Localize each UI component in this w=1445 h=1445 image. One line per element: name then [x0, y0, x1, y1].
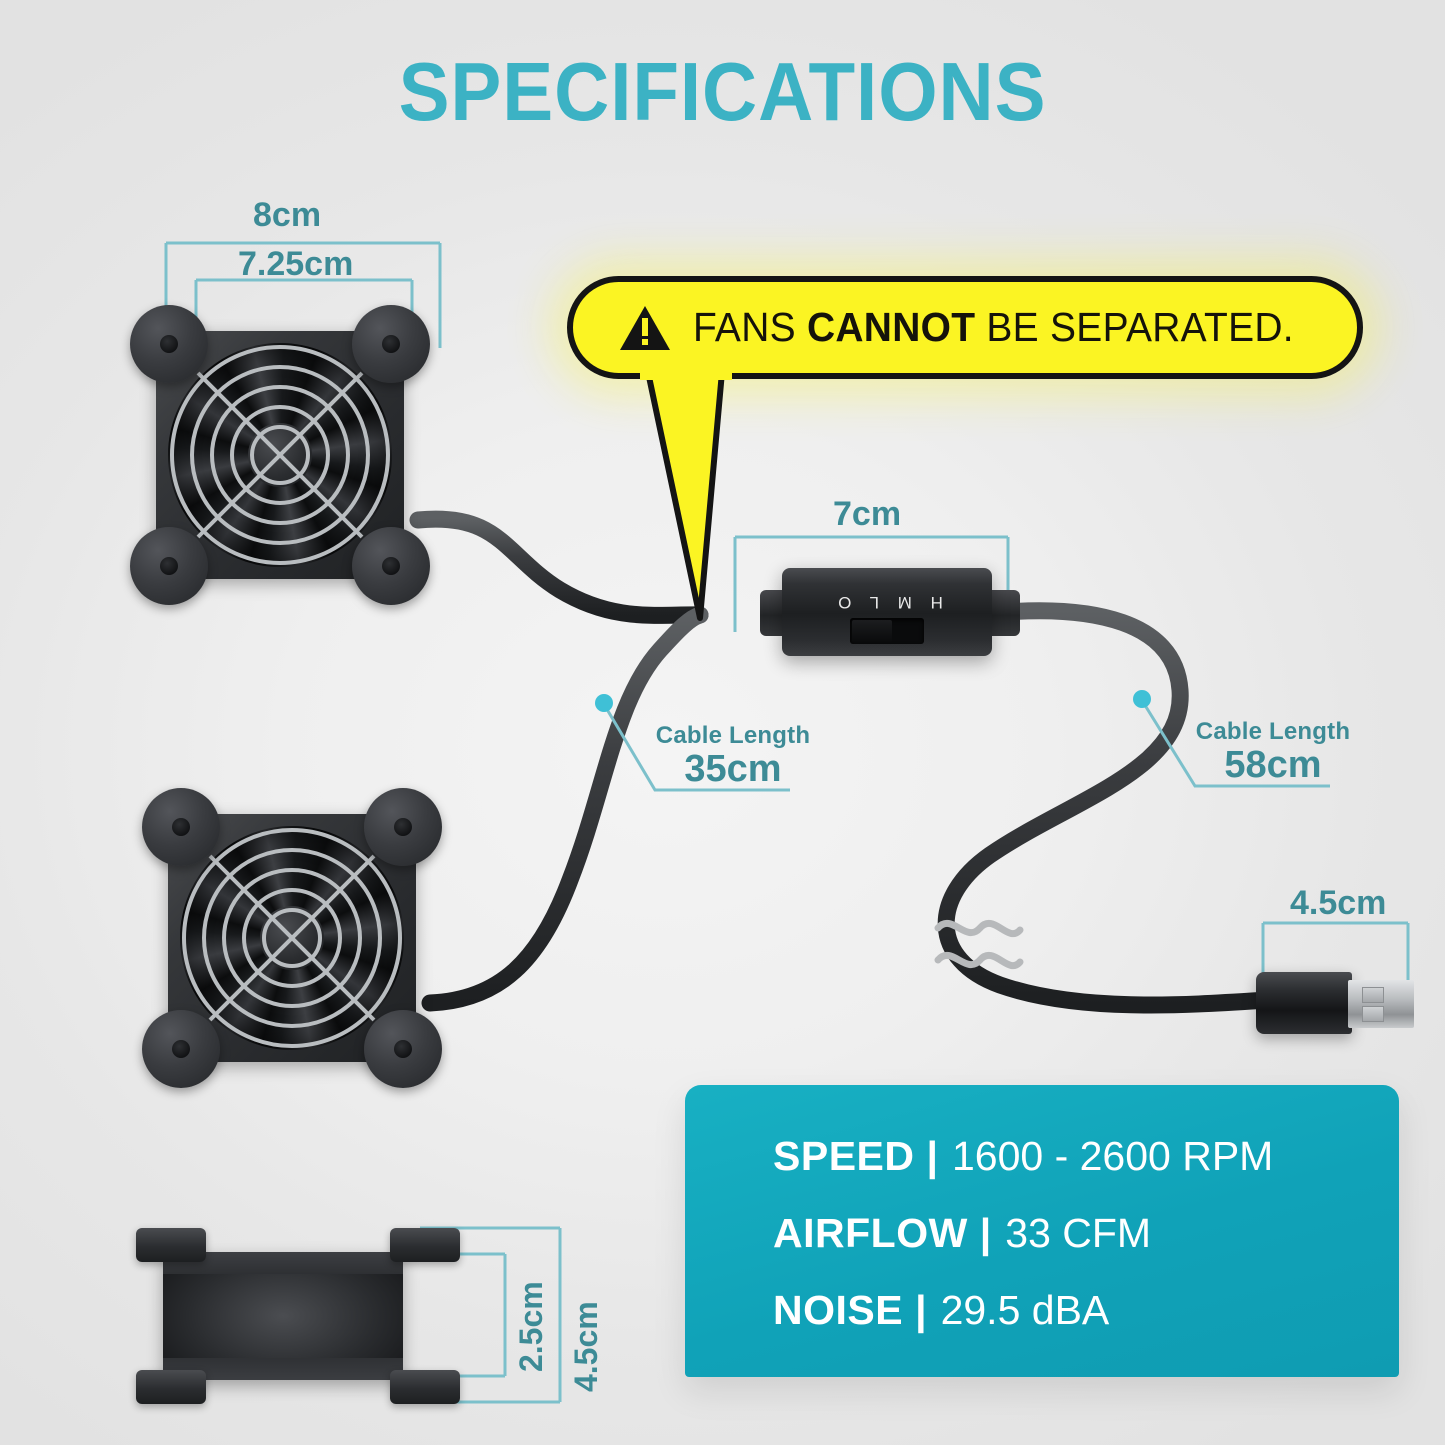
fan-foot [142, 788, 220, 866]
fan-foot [352, 305, 430, 383]
fan-hub [260, 906, 324, 970]
fan-side-view [118, 1222, 460, 1412]
switch-body: H M L O [782, 568, 992, 656]
warning-callout: FANS CANNOT BE SEPARATED. [567, 276, 1363, 379]
usb-metal-tip [1348, 980, 1414, 1028]
dimension-label-fan-depth-inner: 2.5cm [513, 1281, 549, 1372]
warning-text-after: BE SEPARATED. [975, 304, 1294, 350]
cable-length-title: Cable Length [1195, 718, 1351, 745]
spec-row-airflow: AIRFLOW | 33 CFM [773, 1210, 1399, 1257]
fan-foot [136, 1370, 206, 1404]
warning-text-before: FANS [693, 304, 807, 350]
fan-top-view-lower [142, 788, 442, 1088]
switch-markings: H M L O [831, 593, 943, 612]
specs-panel: SPEED | 1600 - 2600 RPM AIRFLOW | 33 CFM… [685, 1085, 1399, 1377]
dimension-label-usb-length: 4.5cm [1290, 884, 1387, 922]
spec-separator: | [979, 1210, 992, 1256]
switch-knob[interactable] [852, 620, 892, 642]
warning-triangle-icon [620, 305, 670, 350]
cable-point-marker [595, 694, 613, 712]
spec-row-speed: SPEED | 1600 - 2600 RPM [773, 1133, 1399, 1180]
fan-foot [352, 527, 430, 605]
usb-housing [1256, 972, 1352, 1034]
spec-separator: | [926, 1133, 938, 1179]
fan-foot [390, 1228, 460, 1262]
spec-value: 1600 - 2600 RPM [951, 1133, 1274, 1179]
fan-foot [136, 1228, 206, 1262]
cable-length-callout-left: Cable Length 35cm [653, 722, 813, 790]
fan-side-body [163, 1252, 403, 1380]
fan-foot [130, 527, 208, 605]
inline-speed-switch[interactable]: H M L O [760, 560, 1020, 665]
cable-point-marker [1133, 690, 1151, 708]
spec-label: NOISE [773, 1287, 904, 1333]
cable-tie-icon [934, 919, 1024, 970]
spec-separator: | [915, 1287, 927, 1333]
usb-a-connector [1256, 968, 1416, 1040]
cable-length-callout-right: Cable Length 58cm [1193, 718, 1353, 786]
spec-label: SPEED [773, 1133, 915, 1179]
dimension-label-fan-width-outer: 8cm [253, 196, 322, 234]
spec-label: AIRFLOW [773, 1210, 968, 1256]
fan-hub [248, 423, 312, 487]
warning-text-emphasis: CANNOT [806, 304, 976, 350]
cable-length-value: 58cm [1224, 744, 1322, 786]
spec-value: 33 CFM [1005, 1210, 1152, 1256]
dimension-label-fan-depth-outer: 4.5cm [568, 1301, 604, 1392]
switch-track[interactable] [850, 618, 924, 644]
fan-foot [390, 1370, 460, 1404]
fan-foot [364, 788, 442, 866]
warning-text: FANS CANNOT BE SEPARATED. [693, 304, 1294, 351]
spec-row-noise: NOISE | 29.5 dBA [773, 1287, 1399, 1334]
cable-length-value: 35cm [684, 748, 782, 790]
spec-value: 29.5 dBA [940, 1287, 1110, 1333]
dimension-label-switch-length: 7cm [833, 495, 902, 533]
cable-length-title: Cable Length [655, 722, 811, 749]
fan-foot [130, 305, 208, 383]
fan-foot [364, 1010, 442, 1088]
fan-foot [142, 1010, 220, 1088]
fan-top-view-upper [130, 305, 430, 605]
dimension-label-fan-width-inner: 7.25cm [238, 245, 354, 283]
page-title: SPECIFICATIONS [398, 45, 1047, 138]
